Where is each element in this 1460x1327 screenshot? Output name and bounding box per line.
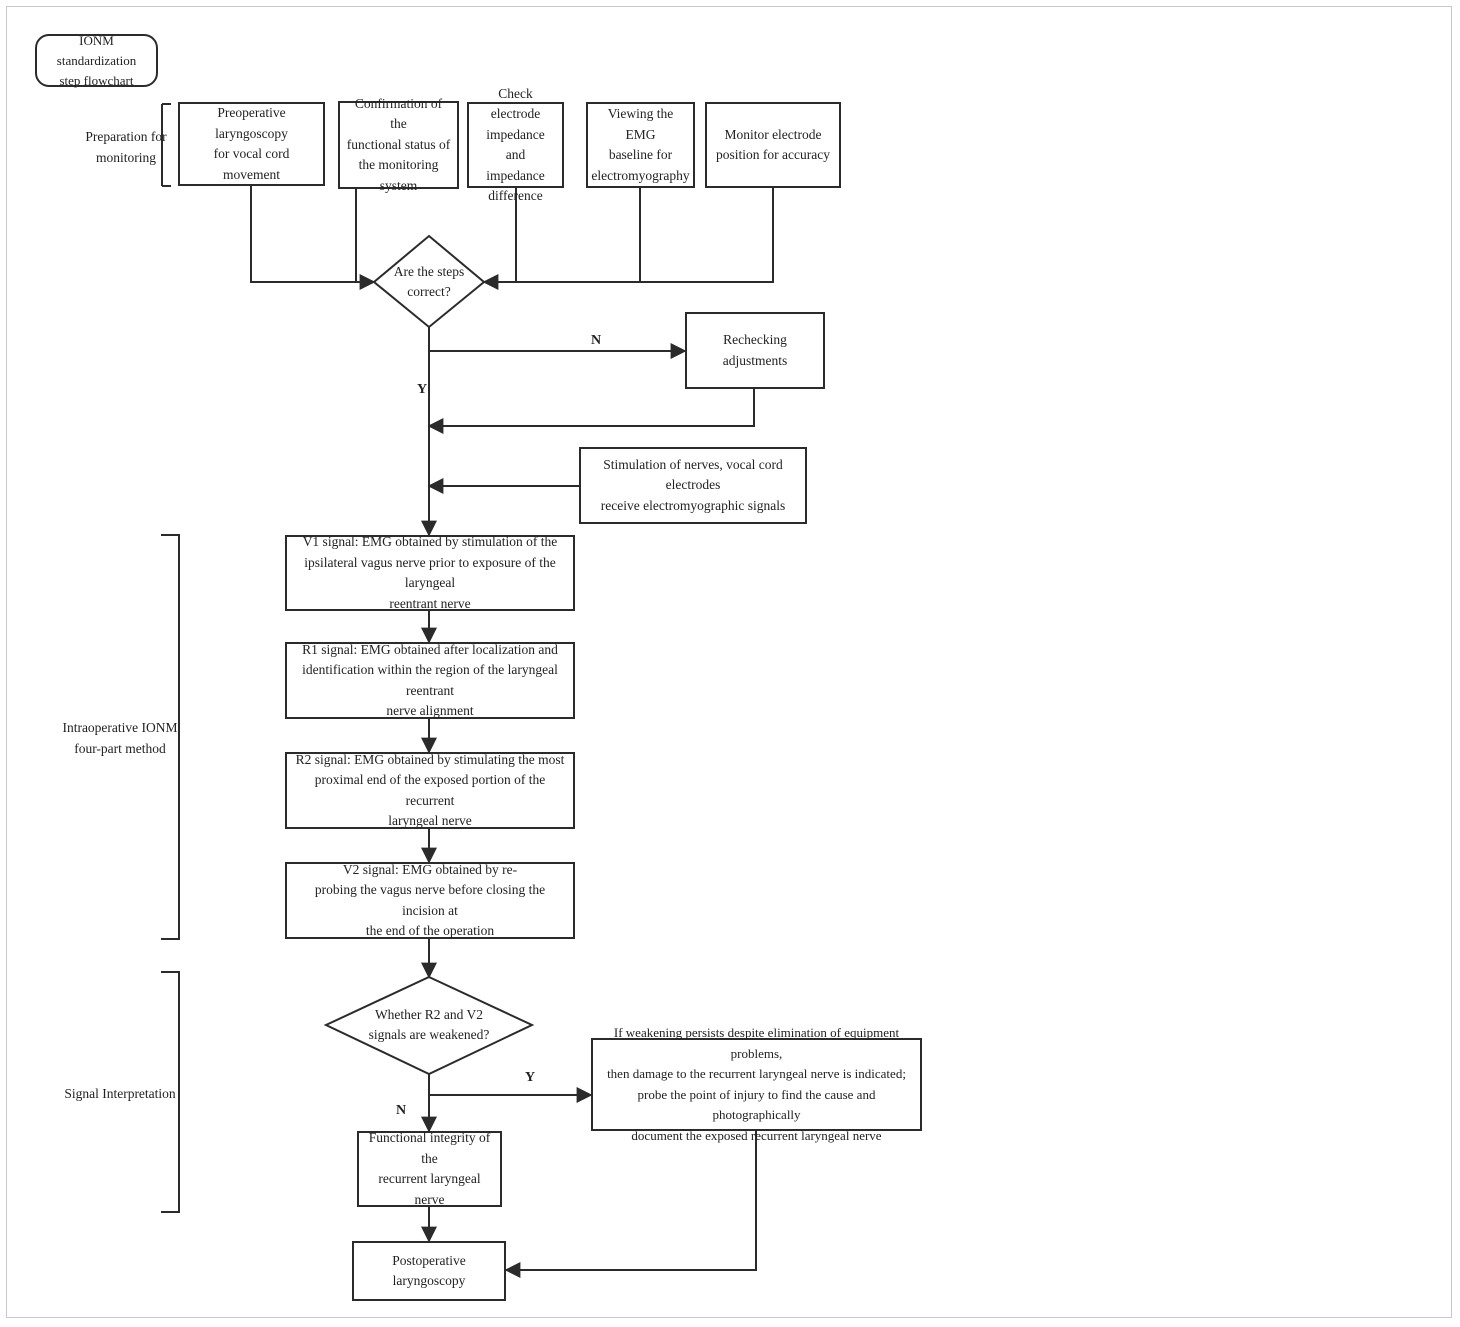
node-postoperative-laryngoscopy: Postoperative laryngoscopy (352, 1241, 506, 1301)
decision-signals-weakened: Whether R2 and V2 signals are weakened? (368, 1006, 490, 1043)
node-system-confirmation: Confirmation of the functional status of… (338, 96, 459, 193)
decision-steps-correct: Are the steps correct? (393, 263, 465, 300)
edge-rechecking-return (427, 389, 755, 434)
node-electrode-position: Monitor electrode position for accuracy (705, 102, 841, 188)
node-electrode-impedance: Check electrode impedance and impedance … (467, 86, 564, 203)
node-preoperative-laryngoscopy: Preoperative laryngoscopy for vocal cord… (178, 102, 325, 186)
node-v1-signal: V1 signal: EMG obtained by stimulation o… (285, 534, 575, 611)
edge-label-n-intact: N (396, 1103, 407, 1118)
node-r1-signal: R1 signal: EMG obtained after localizati… (285, 642, 575, 719)
bracket-intraoperative (161, 534, 180, 940)
bracket-preparation (161, 103, 171, 187)
bracket-interpretation (161, 971, 180, 1213)
node-v2-signal: V2 signal: EMG obtained by re- probing t… (285, 862, 575, 939)
edge-label-y-weakened: Y (525, 1070, 536, 1085)
node-emg-baseline: Viewing the EMG baseline for electromyog… (586, 102, 695, 188)
node-nerve-stimulation: Stimulation of nerves, vocal cord electr… (579, 447, 807, 524)
diagram-frame (6, 6, 1452, 1318)
section-label-preparation: Preparation for monitoring (85, 129, 167, 165)
section-label-interpretation: Signal Interpretation (64, 1086, 176, 1101)
node-rechecking-adjustments: Rechecking adjustments (685, 312, 825, 389)
edge-label-y-continue: Y (417, 382, 428, 397)
edge-position-decision (482, 188, 774, 290)
section-label-intraoperative: Intraoperative IONM four-part method (62, 720, 178, 756)
flowchart-title: IONM standardization step flowchart (35, 33, 158, 88)
edge-label-n-recheck: N (591, 333, 602, 348)
node-r2-signal: R2 signal: EMG obtained by stimulating t… (285, 752, 575, 829)
node-nerve-damage: If weakening persists despite eliminatio… (591, 1025, 922, 1143)
node-functional-integrity: Functional integrity of the recurrent la… (357, 1130, 502, 1207)
edge-damage-postop (504, 1131, 757, 1278)
edge-laryngoscopy-decision (250, 186, 376, 290)
